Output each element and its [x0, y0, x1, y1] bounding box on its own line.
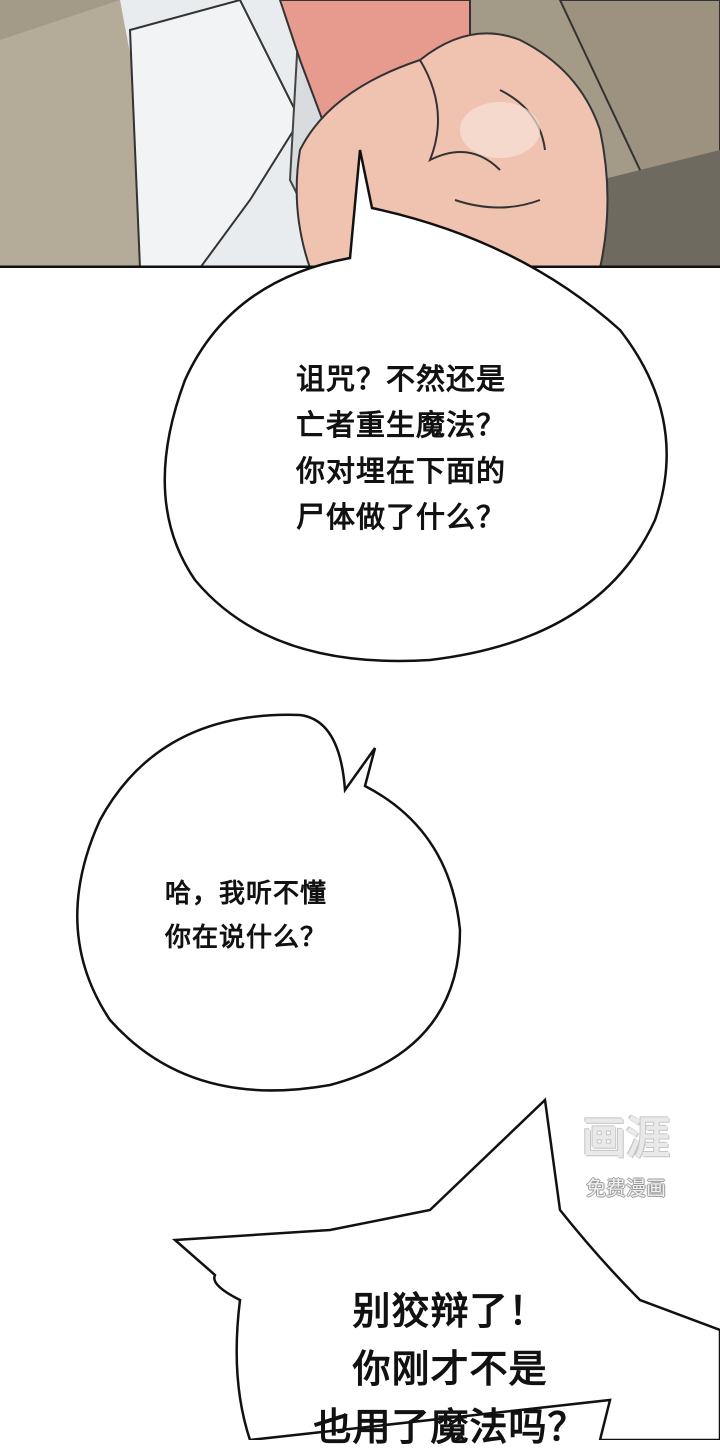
dialogue-text-2: 哈，我听不懂 你在说什么？	[165, 879, 328, 953]
watermark-logo: 画涯	[582, 1113, 670, 1164]
speech-bubble-3-shout	[171, 1097, 720, 1440]
dialogue-text-1: 诅咒？不然还是 亡者重生魔法？ 你对埋在下面的 尸体做了什么？	[296, 362, 507, 534]
dialogue-text-3: 别狡辩了！ 你刚才不是 也用了魔法吗？	[313, 1289, 587, 1449]
watermark-subtitle: 免费漫画	[586, 1176, 666, 1200]
speech-bubble-1	[163, 149, 668, 663]
speech-bubble-2	[76, 713, 462, 1092]
site-watermark: 画涯 免费漫画	[566, 1108, 686, 1200]
